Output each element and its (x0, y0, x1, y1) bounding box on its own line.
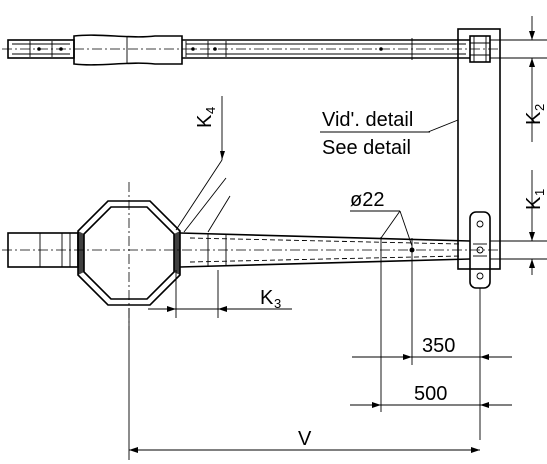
tapered-arm (2, 232, 500, 268)
diameter-callout (350, 210, 413, 247)
k4-label: K (194, 114, 216, 128)
k2-label: K (523, 111, 545, 125)
dimension-v (128, 308, 480, 460)
detail-note-sk: Vid'. detail (322, 109, 413, 131)
detail-note-en: See detail (322, 137, 411, 159)
dimension-350-500 (350, 262, 512, 440)
dim-500-label: 500 (414, 383, 447, 405)
k3-label: K (260, 287, 274, 309)
k2-subscript: 2 (532, 104, 547, 111)
k4-subscript: 4 (203, 107, 218, 114)
k3-subscript: 3 (274, 296, 281, 311)
k4-dimension (175, 96, 231, 233)
k1-subscript: 1 (532, 189, 547, 196)
weld-marks (78, 231, 180, 275)
k1-dimension (490, 170, 547, 275)
k1-label: K (523, 196, 545, 210)
top-view-arm (2, 34, 500, 66)
diameter-label: ø22 (350, 189, 384, 211)
detail-frame (320, 28, 501, 270)
k2-dimension (490, 16, 547, 142)
mast-octagon (77, 182, 181, 330)
k3-dimension (148, 270, 292, 318)
dim-v-label: V (298, 428, 312, 450)
dim-350-label: 350 (422, 335, 455, 357)
